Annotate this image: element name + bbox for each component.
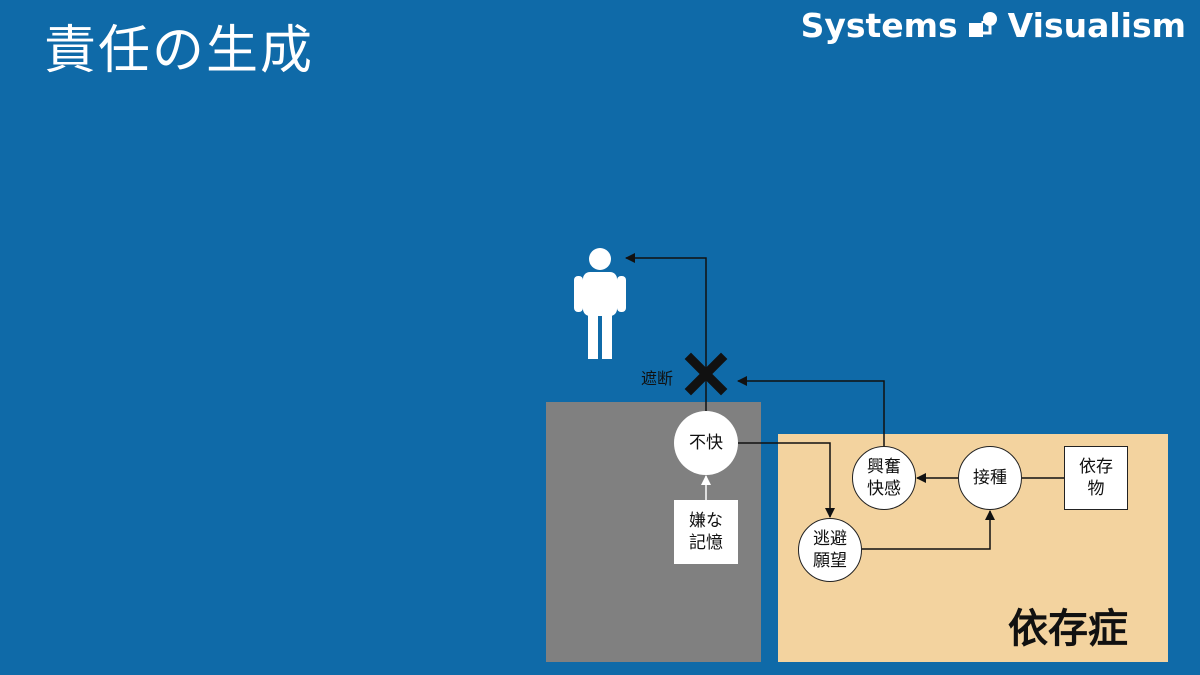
node-fukai-label: 不快	[689, 432, 723, 453]
brand: Systems Visualism	[801, 6, 1186, 45]
node-iyana-line2: 記憶	[689, 533, 723, 553]
brand-text-visualism: Visualism	[1007, 6, 1186, 45]
node-kouhun-line1: 興奮	[867, 456, 901, 477]
arrow-fukai-to-touhi	[738, 442, 835, 518]
arrow-kouhun-to-block	[737, 376, 885, 446]
page-title: 責任の生成	[44, 21, 315, 81]
block-label: 遮断	[641, 369, 674, 388]
node-touhi-line2: 願望	[813, 551, 847, 571]
node-touhi-line1: 逃避	[813, 528, 847, 549]
node-touhi: 逃避 願望	[798, 518, 862, 582]
node-kouhun: 興奮 快感	[852, 446, 916, 510]
node-iyana: 嫌な 記憶	[674, 500, 738, 564]
node-izonbutsu-line1: 依存	[1079, 456, 1113, 477]
addiction-region-label: 依存症	[1008, 606, 1128, 652]
person-icon	[574, 248, 626, 359]
arrow-touhi-to-sesshu	[862, 510, 995, 550]
cross-icon	[684, 352, 728, 396]
node-sesshu-label: 接種	[973, 467, 1007, 488]
node-iyana-line1: 嫌な	[689, 510, 723, 531]
node-izonbutsu: 依存 物	[1064, 446, 1128, 510]
node-izonbutsu-line2: 物	[1087, 479, 1105, 499]
systems-logo-icon	[968, 11, 997, 37]
node-kouhun-line2: 快感	[867, 479, 901, 499]
node-fukai: 不快	[674, 411, 738, 475]
brand-text-systems: Systems	[800, 6, 958, 45]
node-sesshu: 接種	[958, 446, 1022, 510]
arrow-fukai-to-person	[625, 253, 707, 411]
